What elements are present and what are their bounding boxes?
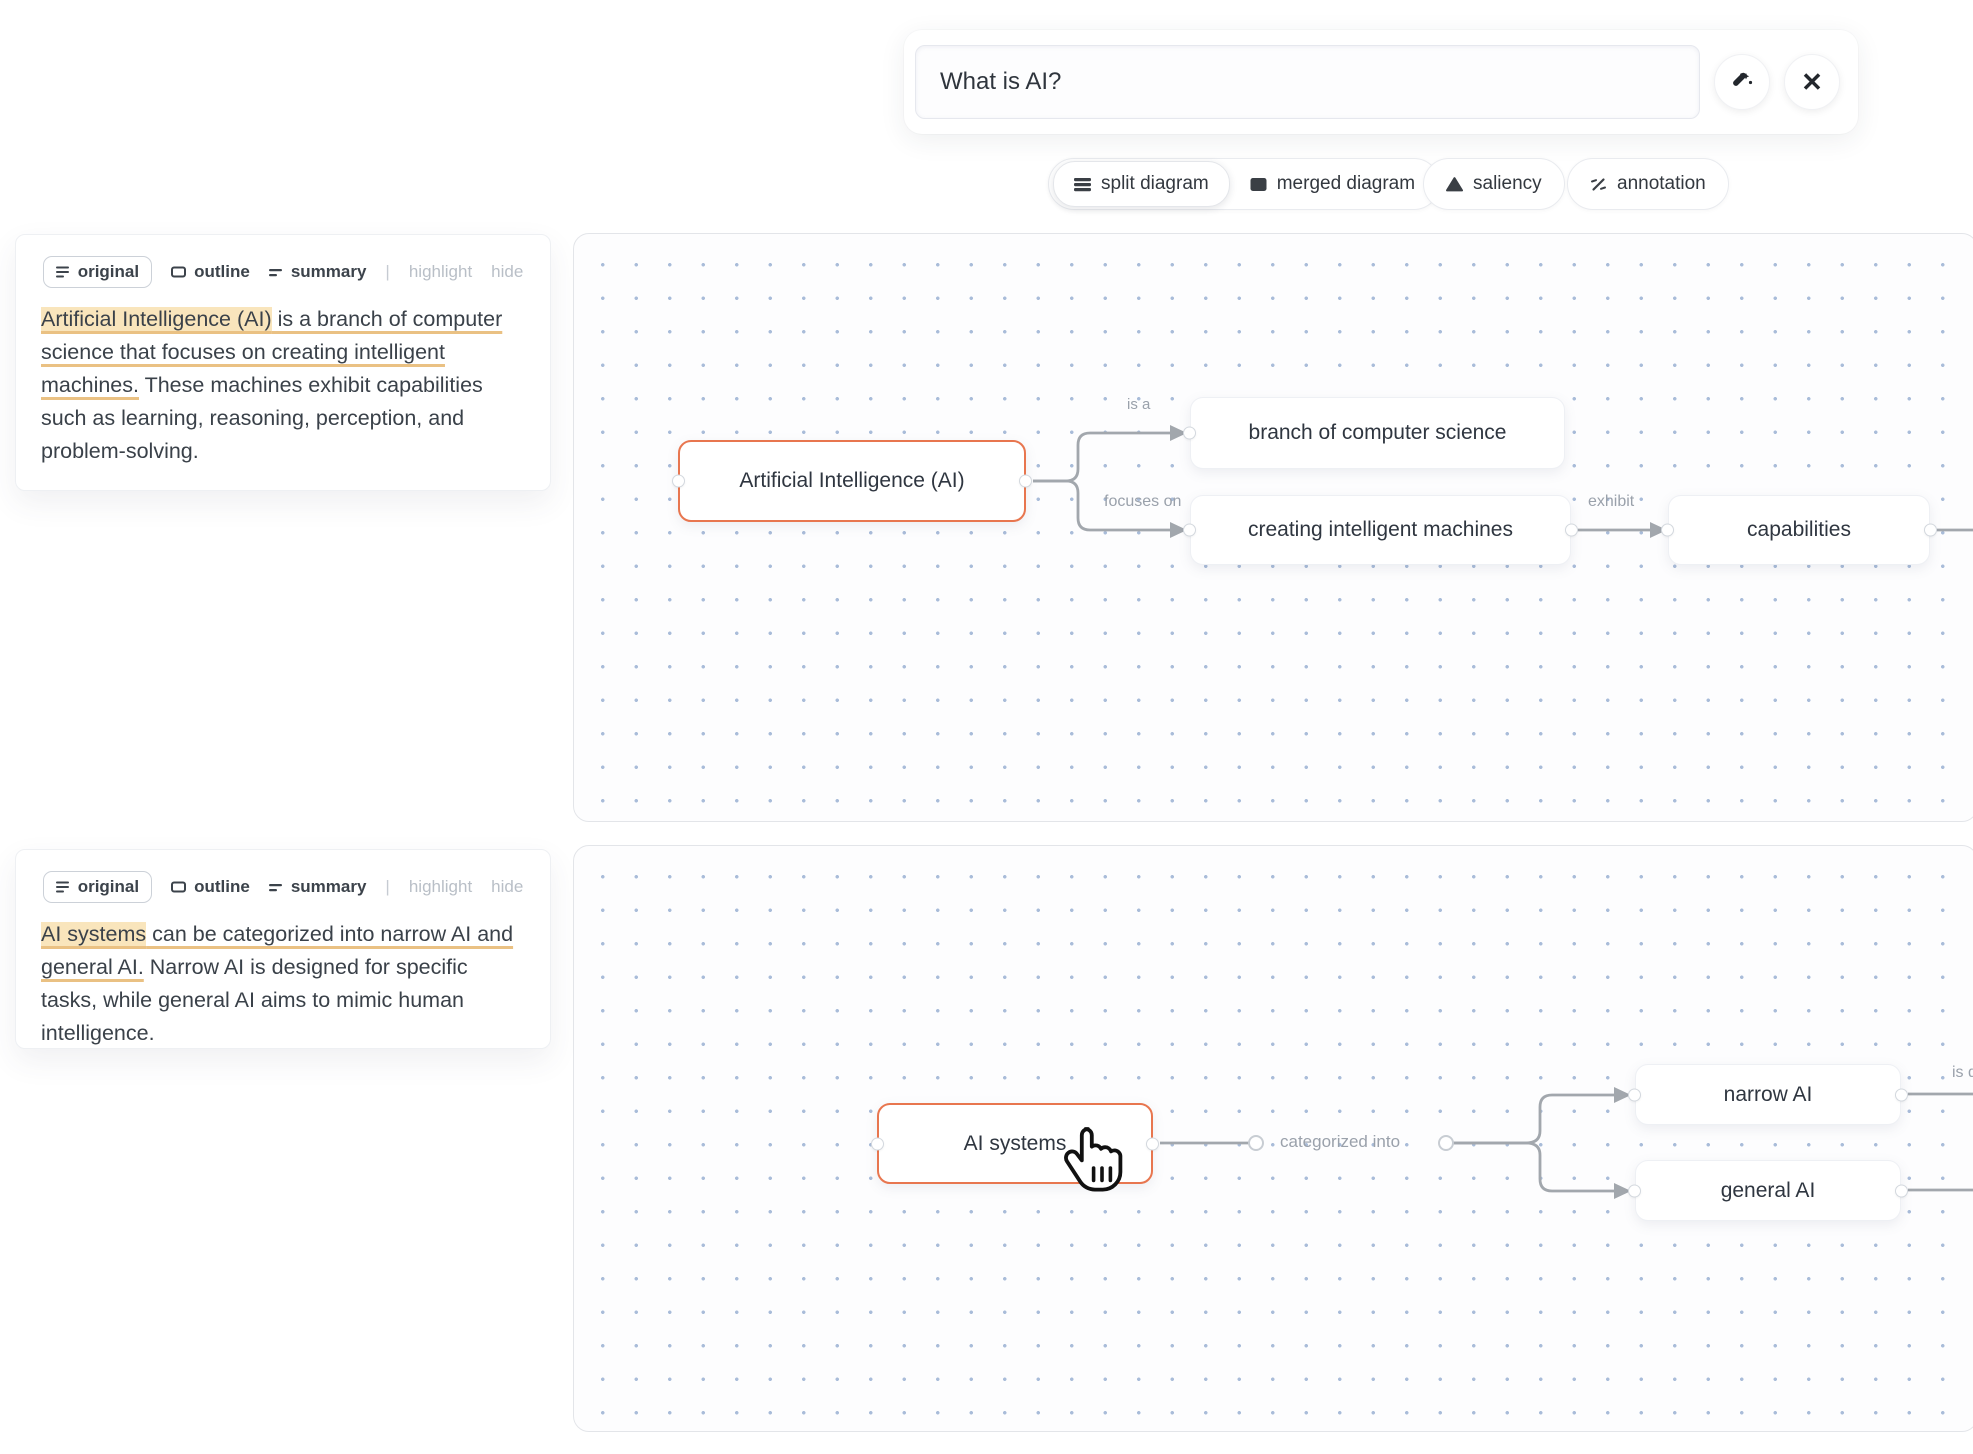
highlighted-phrase[interactable]: Artificial Intelligence (AI) bbox=[41, 307, 272, 331]
toolbar-divider: | bbox=[385, 262, 390, 281]
summary-tab[interactable]: summary bbox=[268, 877, 367, 897]
close-icon: ✕ bbox=[1801, 67, 1823, 97]
question-bar: ✕ bbox=[904, 30, 1858, 134]
node-handle[interactable] bbox=[1661, 523, 1674, 537]
saliency-chip[interactable]: saliency bbox=[1423, 158, 1565, 210]
node-handle[interactable] bbox=[1146, 1137, 1159, 1150]
highlighted-phrase[interactable]: AI systems bbox=[41, 922, 147, 946]
summary-label: summary bbox=[290, 262, 367, 281]
node-branch-of-computer-science[interactable]: branch of computer science bbox=[1183, 397, 1565, 469]
underlined-phrase[interactable]: is a branch of computer science that foc… bbox=[41, 307, 503, 397]
plain-text: These machines exhibit capabilities such… bbox=[41, 373, 483, 463]
annotation-label: annotation bbox=[1617, 173, 1706, 194]
node-label: creating intelligent machines bbox=[1248, 518, 1513, 541]
node-handle[interactable] bbox=[1628, 1088, 1641, 1101]
rectangle-outline-icon bbox=[171, 266, 187, 278]
node-capabilities[interactable]: capabilities bbox=[1661, 495, 1937, 565]
node-label: AI systems bbox=[963, 1131, 1067, 1155]
magic-wand-icon bbox=[1733, 72, 1753, 86]
diagram-canvas-1[interactable]: is a focuses on exhibit Artificial Intel… bbox=[573, 233, 1973, 822]
outline-tab[interactable]: outline bbox=[171, 877, 250, 897]
plain-text: Narrow AI is designed for specific tasks… bbox=[41, 955, 468, 1045]
saliency-label: saliency bbox=[1473, 173, 1542, 194]
diagram-canvas-2[interactable]: categorized into is d AI systems narrow … bbox=[573, 845, 1973, 1432]
node-label: capabilities bbox=[1747, 518, 1851, 541]
triangle-icon bbox=[1446, 176, 1463, 191]
node-artificial-intelligence[interactable]: Artificial Intelligence (AI) bbox=[672, 440, 1032, 522]
pen-slash-icon bbox=[1591, 177, 1606, 191]
hide-button[interactable]: hide bbox=[491, 877, 524, 896]
rows-icon bbox=[1074, 177, 1091, 191]
hide-button[interactable]: hide bbox=[491, 262, 524, 281]
original-tab[interactable]: original bbox=[42, 871, 153, 903]
diagram-mode-segmented-control: split diagram merged diagram bbox=[1048, 158, 1441, 210]
magic-wand-button[interactable] bbox=[1714, 54, 1770, 110]
node-label: branch of computer science bbox=[1248, 421, 1507, 444]
node-label: general AI bbox=[1720, 1178, 1816, 1202]
node-handle[interactable] bbox=[1183, 426, 1196, 440]
edge-label-focuses-on[interactable]: focuses on bbox=[1104, 493, 1182, 510]
edge-label-exhibit[interactable]: exhibit bbox=[1588, 493, 1635, 510]
edge-label-is-a[interactable]: is a bbox=[1127, 396, 1151, 413]
split-diagram-chip[interactable]: split diagram bbox=[1053, 161, 1230, 207]
highlight-button[interactable]: highlight bbox=[408, 877, 473, 896]
node-label: Artificial Intelligence (AI) bbox=[739, 469, 965, 492]
source-text-card-1: original outline summary | highlight hid… bbox=[15, 234, 551, 491]
node-creating-intelligent-machines[interactable]: creating intelligent machines bbox=[1183, 495, 1578, 565]
edge-label-categorized-into[interactable]: categorized into bbox=[1280, 1132, 1401, 1151]
node-handle[interactable] bbox=[1183, 523, 1196, 537]
close-button[interactable]: ✕ bbox=[1784, 54, 1840, 110]
question-input[interactable] bbox=[915, 45, 1700, 119]
merged-diagram-label: merged diagram bbox=[1276, 173, 1416, 194]
source-paragraph: AI systems can be categorized into narro… bbox=[41, 918, 525, 1050]
rectangle-outline-icon bbox=[171, 881, 187, 893]
node-handle[interactable] bbox=[1924, 523, 1937, 537]
highlight-button[interactable]: highlight bbox=[408, 262, 473, 281]
card-toolbar: original outline summary | highlight hid… bbox=[16, 871, 550, 903]
node-label: narrow AI bbox=[1723, 1082, 1813, 1106]
node-general-ai[interactable]: general AI bbox=[1628, 1160, 1908, 1221]
original-tab[interactable]: original bbox=[42, 256, 153, 288]
outline-label: outline bbox=[194, 877, 250, 896]
source-text-card-2: original outline summary | highlight hid… bbox=[15, 849, 551, 1049]
node-handle[interactable] bbox=[672, 474, 685, 488]
node-handle[interactable] bbox=[871, 1137, 884, 1150]
summary-label: summary bbox=[290, 877, 367, 896]
toolbar-divider: | bbox=[385, 877, 390, 896]
outline-tab[interactable]: outline bbox=[171, 262, 250, 282]
hand-pointer-cursor bbox=[1063, 1124, 1127, 1203]
node-handle[interactable] bbox=[1019, 474, 1032, 488]
split-diagram-label: split diagram bbox=[1101, 173, 1209, 194]
summary-tab[interactable]: summary bbox=[268, 262, 367, 282]
source-paragraph: Artificial Intelligence (AI) is a branch… bbox=[41, 303, 525, 468]
original-label: original bbox=[77, 877, 140, 896]
merged-diagram-chip[interactable]: merged diagram bbox=[1230, 162, 1435, 206]
filled-square-icon bbox=[1250, 177, 1267, 191]
original-label: original bbox=[77, 262, 140, 281]
underlined-phrase[interactable]: can be categorized into narrow AI and ge… bbox=[41, 922, 514, 979]
annotation-chip[interactable]: annotation bbox=[1567, 158, 1729, 210]
short-lines-icon bbox=[268, 883, 282, 891]
node-handle[interactable] bbox=[1628, 1184, 1641, 1197]
node-narrow-ai[interactable]: narrow AI bbox=[1628, 1064, 1908, 1125]
node-handle[interactable] bbox=[1895, 1184, 1908, 1197]
node-handle[interactable] bbox=[1895, 1088, 1908, 1101]
node-handle[interactable] bbox=[1565, 523, 1578, 537]
outline-label: outline bbox=[194, 262, 250, 281]
edge-label-is-designed-partial[interactable]: is d bbox=[1952, 1064, 1973, 1081]
align-lines-icon bbox=[55, 266, 69, 278]
short-lines-icon bbox=[268, 268, 282, 276]
edges-layer bbox=[1160, 1087, 1973, 1199]
card-toolbar: original outline summary | highlight hid… bbox=[16, 256, 550, 288]
align-lines-icon bbox=[55, 881, 69, 893]
